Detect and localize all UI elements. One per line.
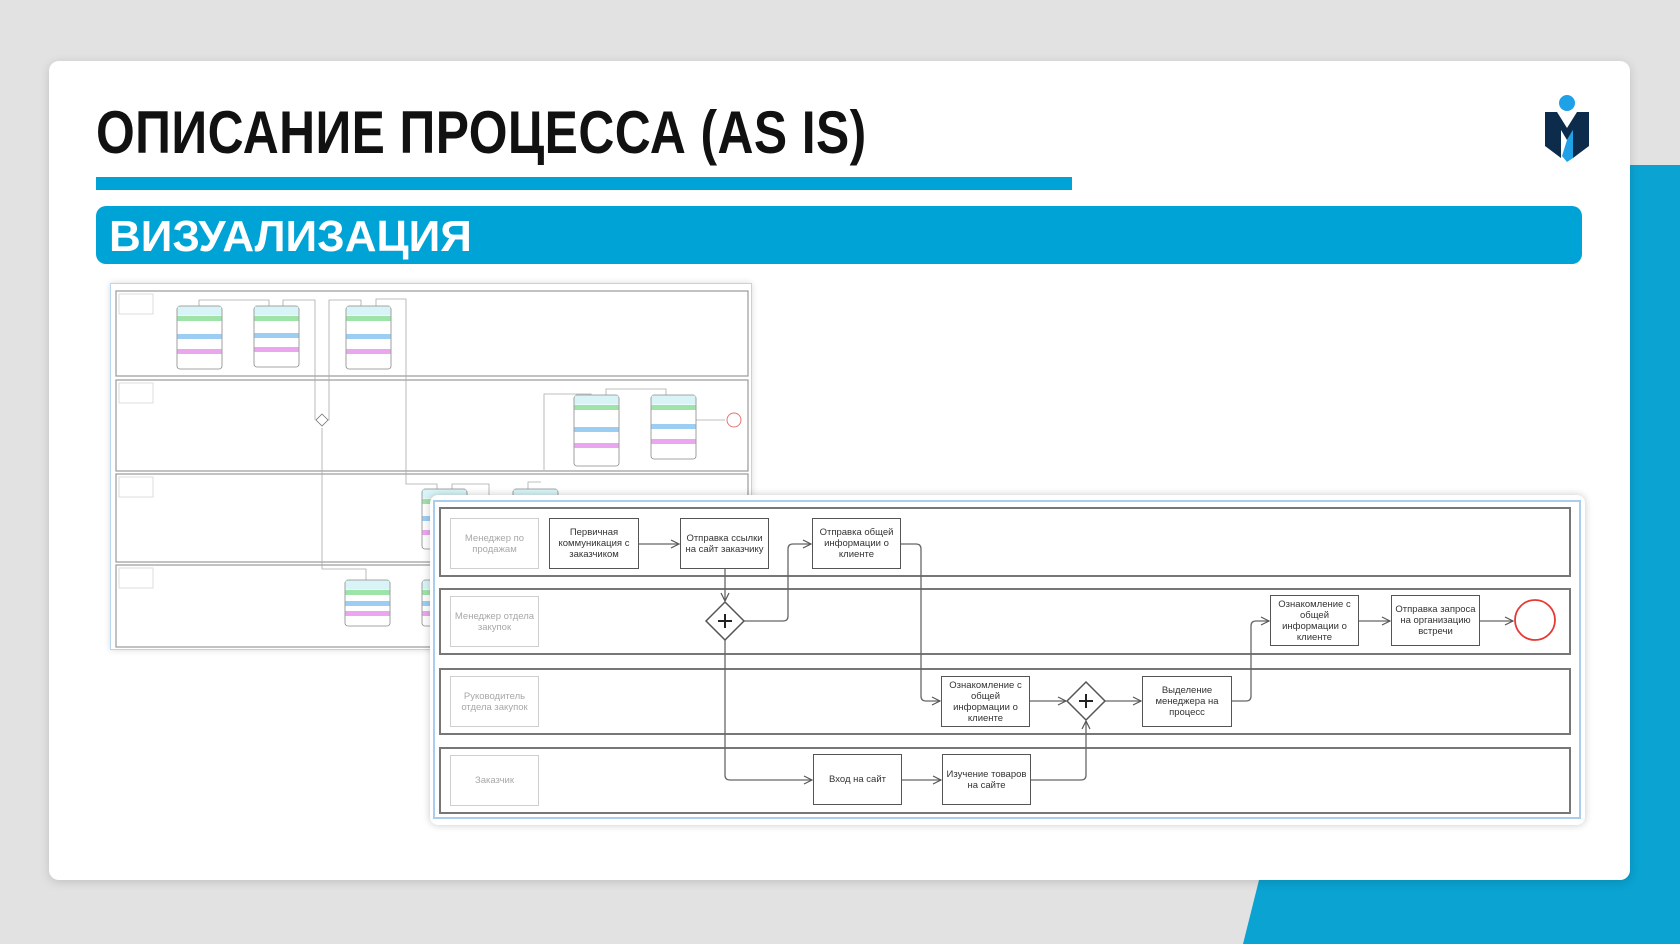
thumbnail-card-header [651, 395, 696, 405]
thumbnail-lane-label [118, 382, 154, 404]
thumbnail-connector [527, 481, 541, 489]
thumbnail-gateway-icon [315, 413, 329, 427]
thumbnail-card-header [346, 306, 391, 316]
thumbnail-card-band [345, 601, 390, 606]
bpmn-process-diagram: Менеджер по продажам Менеджер отдела зак… [430, 495, 1585, 825]
thumbnail-card-band [574, 405, 619, 410]
thumbnail-card-header [254, 306, 299, 316]
task-box: Ознакомление с общей информации о клиент… [941, 676, 1030, 727]
lane-sales-manager [439, 507, 1571, 577]
thumbnail-card-band [254, 347, 299, 352]
task-box: Отправка ссылки на сайт заказчику [680, 518, 769, 569]
thumbnail-lane [115, 290, 749, 377]
thumbnail-connector [605, 388, 667, 395]
lane-purchase-head [439, 668, 1571, 735]
flow-arrow [1232, 621, 1269, 702]
thumbnail-card-band [346, 334, 391, 339]
thumbnail-card-band [574, 443, 619, 448]
lane-label: Руководитель отдела закупок [450, 676, 539, 727]
diagram-frame [433, 500, 1581, 819]
thumbnail-lane-label [118, 293, 154, 315]
thumbnail-card-band [651, 439, 696, 444]
lane-customer [439, 747, 1571, 814]
flow-arrow [1030, 721, 1086, 781]
page-title: ОПИСАНИЕ ПРОЦЕССА (AS IS) [96, 99, 867, 166]
thumbnail-connector [282, 299, 316, 420]
flow-arrow [901, 543, 940, 701]
thumbnail-card-band [651, 405, 696, 410]
logo-icon [1545, 95, 1589, 162]
thumbnail-card-header [422, 489, 467, 499]
task-box: Изучение товаров на сайте [942, 754, 1031, 805]
task-box: Ознакомление с общей информации о клиент… [1270, 595, 1359, 646]
thumbnail-card-band [177, 316, 222, 321]
thumbnail-lane-label [118, 567, 154, 589]
thumbnail-card-band [345, 611, 390, 616]
thumbnail-card-header [574, 395, 619, 405]
thumbnail-card-band [345, 590, 390, 595]
thumbnail-card-band [346, 349, 391, 354]
flow-arrow [744, 544, 811, 622]
thumbnail-card-header [177, 306, 222, 316]
lane-label: Менеджер отдела закупок [450, 596, 539, 647]
thumbnail-end-event-icon [726, 412, 742, 428]
thumbnail-card-header [513, 489, 558, 499]
flow-arrow [724, 640, 812, 780]
thumbnail-card-band [346, 316, 391, 321]
thumbnail-connector [543, 393, 592, 470]
thumbnail-card-band [254, 316, 299, 321]
title-underline [96, 177, 1072, 190]
thumbnail-connector [375, 298, 438, 489]
task-box: Отправка запроса на организацию встречи [1391, 595, 1480, 646]
thumbnail-card-band [574, 427, 619, 432]
lane-purchase-manager [439, 588, 1571, 655]
task-box: Первичная коммуникация с заказчиком [549, 518, 639, 569]
parallel-gateway-icon [704, 600, 746, 642]
thumbnail-card-band [177, 349, 222, 354]
parallel-gateway-icon [1065, 680, 1107, 722]
thumbnail-card-band [651, 424, 696, 429]
section-title: ВИЗУАЛИЗАЦИЯ [109, 212, 472, 261]
task-box: Выделение менеджера на процесс [1142, 676, 1232, 727]
task-box: Вход на сайт [813, 754, 902, 805]
section-banner: ВИЗУАЛИЗАЦИЯ [96, 206, 1582, 264]
thumbnail-lane [115, 379, 749, 472]
lane-label: Менеджер по продажам [450, 518, 539, 569]
thumbnail-connector [198, 299, 270, 306]
thumbnail-connector [321, 428, 367, 580]
thumbnail-card-band [177, 334, 222, 339]
task-box: Отправка общей информации о клиенте [812, 518, 901, 569]
thumbnail-lane-label [118, 476, 154, 498]
thumbnail-card-header [345, 580, 390, 590]
end-event-icon [1514, 599, 1556, 641]
lane-label: Заказчик [450, 755, 539, 806]
thumbnail-card-band [254, 333, 299, 338]
